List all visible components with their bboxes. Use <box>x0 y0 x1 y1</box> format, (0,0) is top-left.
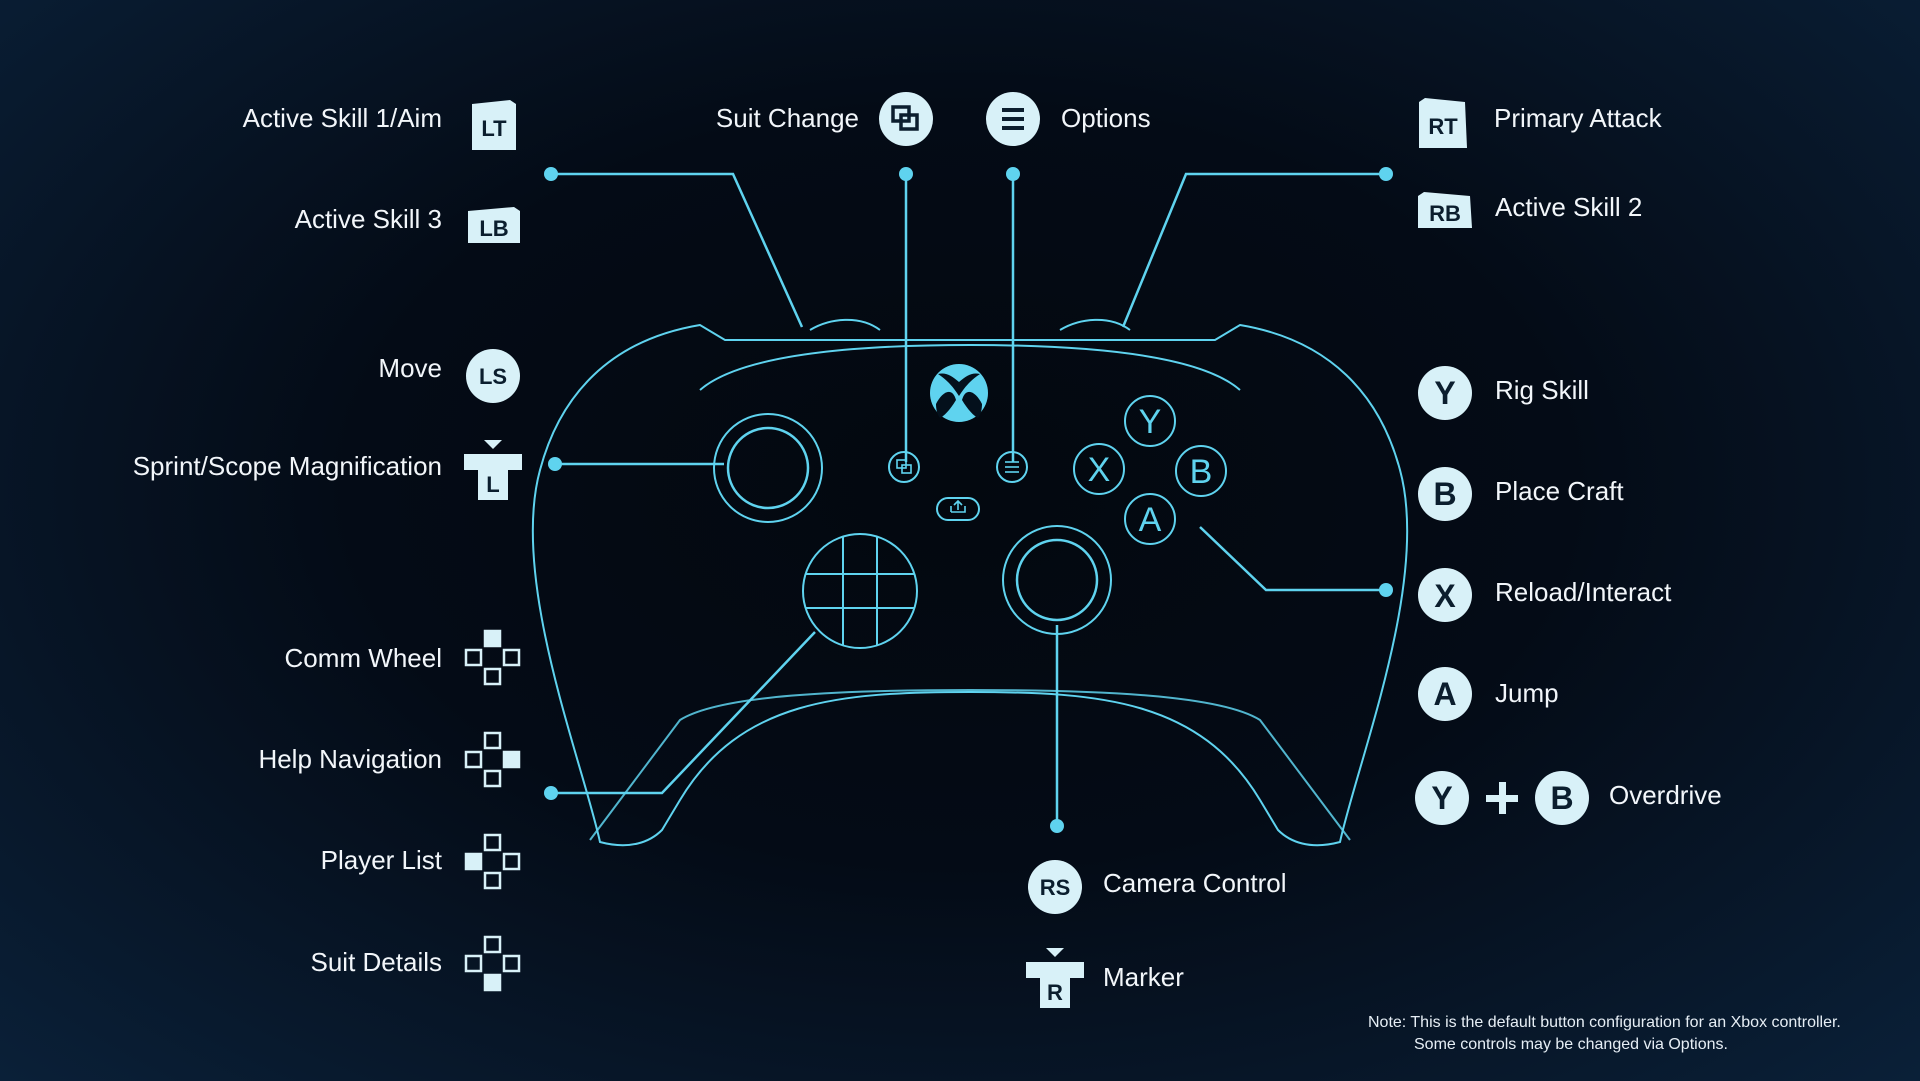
a-face-letter: A <box>1139 501 1162 539</box>
label-move: Move <box>378 353 442 383</box>
dpad-down-icon <box>464 935 521 992</box>
lt-lb-callout-line <box>551 172 804 328</box>
label-active-skill-1: Active Skill 1/Aim <box>242 103 442 133</box>
svg-text:Y: Y <box>1434 375 1455 411</box>
svg-text:B: B <box>1550 780 1573 816</box>
share-button-outline <box>936 497 980 521</box>
svg-text:X: X <box>1434 578 1456 614</box>
label-place-craft: Place Craft <box>1495 476 1624 506</box>
left-stick-click-icon: L <box>464 440 522 500</box>
rb-bumper-icon: RB <box>1418 192 1472 228</box>
label-marker: Marker <box>1103 962 1184 992</box>
lt-trigger-icon: LT <box>472 100 516 150</box>
svg-text:R: R <box>1047 980 1063 1005</box>
right-stick <box>1015 538 1099 622</box>
label-rig-skill: Rig Skill <box>1495 375 1589 405</box>
label-player-list: Player List <box>320 845 442 875</box>
svg-text:Y: Y <box>1431 780 1452 816</box>
left-stick-outer <box>713 413 823 523</box>
svg-text:RT: RT <box>1428 114 1458 139</box>
left-stick-icon: LS <box>466 349 520 403</box>
dpad-right-icon <box>464 731 521 788</box>
svg-text:B: B <box>1433 476 1456 512</box>
label-jump: Jump <box>1495 678 1559 708</box>
rt-rb-callout-line <box>1121 172 1386 328</box>
svg-text:L: L <box>486 472 499 497</box>
view-button-icon <box>879 92 933 146</box>
controller-outline <box>531 323 1409 847</box>
share-icon <box>950 499 966 513</box>
b-button-icon: B <box>1418 467 1472 521</box>
svg-text:A: A <box>1433 676 1456 712</box>
lb-bumper-icon: LB <box>468 207 520 243</box>
x-face-letter: X <box>1088 451 1111 489</box>
b-button-outline <box>1175 445 1227 497</box>
label-help-navigation: Help Navigation <box>258 744 442 774</box>
label-sprint-scope: Sprint/Scope Magnification <box>132 451 442 481</box>
label-suit-change: Suit Change <box>715 103 859 133</box>
dpad-callout-line <box>551 631 816 795</box>
svg-text:LB: LB <box>479 216 508 241</box>
label-primary-attack: Primary Attack <box>1494 103 1662 133</box>
x-button-outline <box>1073 443 1125 495</box>
face-buttons-callout-line <box>1199 526 1386 592</box>
svg-text:RB: RB <box>1429 201 1461 226</box>
note-line-2: Some controls may be changed via Options… <box>1414 1036 1728 1053</box>
overdrive-b-icon: B <box>1535 771 1589 825</box>
label-options: Options <box>1061 103 1151 133</box>
dpad-up-icon <box>464 629 521 686</box>
svg-text:LT: LT <box>481 116 507 141</box>
y-face-letter: Y <box>1139 403 1162 441</box>
y-button-outline <box>1124 395 1176 447</box>
overdrive-y-icon: Y <box>1415 771 1469 825</box>
right-stick-icon: RS <box>1028 860 1082 914</box>
a-button-icon: A <box>1418 667 1472 721</box>
dpad-left-icon <box>464 833 521 890</box>
b-face-letter: B <box>1190 453 1213 491</box>
left-stick <box>726 426 810 510</box>
plus-icon <box>1486 782 1518 814</box>
xbox-logo-icon <box>930 364 988 422</box>
label-reload-interact: Reload/Interact <box>1495 577 1672 607</box>
y-button-icon: Y <box>1418 366 1472 420</box>
right-stick-outer <box>1002 525 1112 635</box>
a-button-outline <box>1124 493 1176 545</box>
svg-text:RS: RS <box>1040 875 1071 900</box>
note-line-1: Note: This is the default button configu… <box>1368 1014 1841 1031</box>
svg-text:LS: LS <box>479 364 507 389</box>
label-comm-wheel: Comm Wheel <box>284 643 442 673</box>
configuration-note: Note: This is the default button configu… <box>1368 1012 1841 1056</box>
x-button-icon: X <box>1418 568 1472 622</box>
label-camera-control: Camera Control <box>1103 868 1287 898</box>
view-button-outline <box>888 451 920 483</box>
controller-dpad <box>802 533 918 649</box>
label-overdrive: Overdrive <box>1609 780 1722 810</box>
label-active-skill-2: Active Skill 2 <box>1495 192 1643 222</box>
menu-button-icon <box>986 92 1040 146</box>
right-stick-click-icon: R <box>1026 948 1084 1008</box>
rt-trigger-icon: RT <box>1419 98 1467 148</box>
label-suit-details: Suit Details <box>310 947 443 977</box>
label-active-skill-3: Active Skill 3 <box>294 204 442 234</box>
